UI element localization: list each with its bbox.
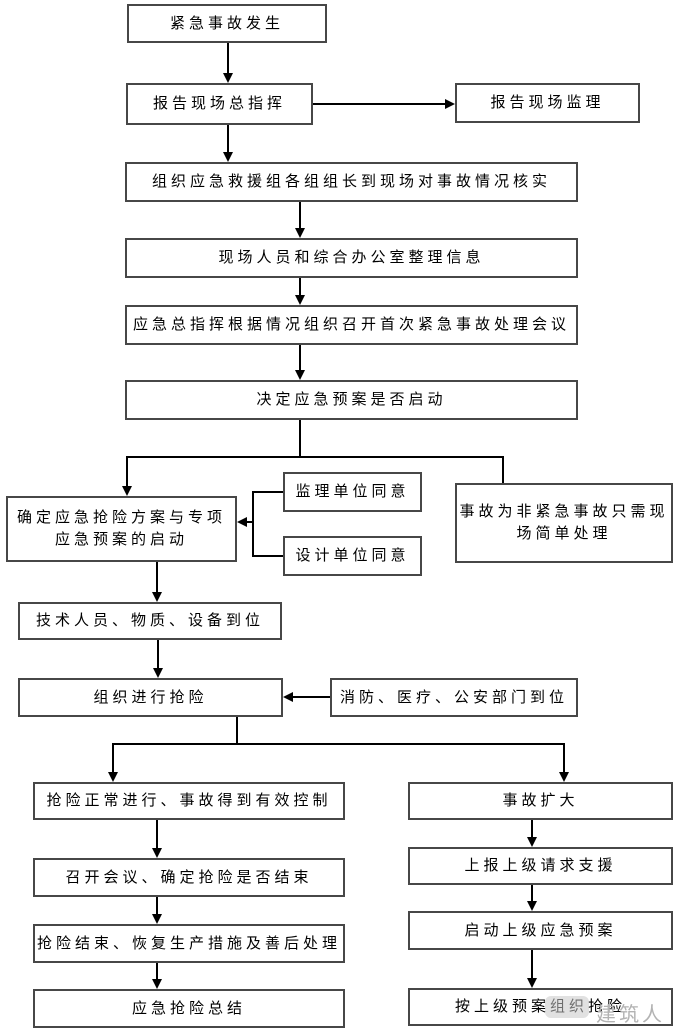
flow-line [252, 491, 254, 557]
node-supervisor-unit-agrees: 监理单位同意 [283, 472, 422, 512]
flow-line [156, 562, 158, 593]
flow-line [227, 125, 229, 153]
flow-line [252, 491, 283, 493]
watermark: 建筑人 [596, 1002, 665, 1026]
arrowhead-down-icon [527, 901, 537, 911]
flow-line [252, 555, 283, 557]
arrowhead-down-icon [295, 228, 305, 238]
arrowhead-down-icon [527, 837, 537, 847]
node-report-site-supervisor: 报告现场监理 [455, 83, 640, 123]
flow-line [299, 278, 301, 296]
flow-line [157, 640, 159, 669]
flow-line [156, 963, 158, 980]
arrowhead-down-icon [152, 914, 162, 924]
flow-line [112, 743, 114, 773]
node-meeting-decide-rescue-end: 召开会议、确定抢险是否结束 [33, 858, 345, 897]
arrowhead-down-icon [152, 592, 162, 602]
flow-line [299, 202, 301, 229]
arrowhead-right-icon [445, 99, 455, 109]
flow-line [227, 43, 229, 75]
arrowhead-left-icon [237, 517, 247, 527]
arrowhead-down-icon [527, 978, 537, 988]
arrowhead-left-icon [283, 692, 293, 702]
flow-line [112, 743, 565, 745]
node-decide-plan-activation: 决定应急预案是否启动 [125, 380, 578, 420]
node-incident-escalates: 事故扩大 [408, 782, 673, 820]
flow-line [236, 717, 238, 745]
node-organize-rescue: 组织进行抢险 [18, 678, 283, 717]
node-fire-medical-police-ready: 消防、医疗、公安部门到位 [330, 678, 578, 717]
node-determine-rescue-plan-activation: 确定应急抢险方案与专项 应急预案的启动 [6, 496, 237, 562]
flow-line [156, 820, 158, 849]
flow-line [126, 456, 504, 458]
arrowhead-down-icon [295, 295, 305, 305]
node-commander-first-meeting: 应急总指挥根据情况组织召开首次紧急事故处理会议 [125, 305, 578, 345]
arrowhead-down-icon [153, 668, 163, 678]
node-report-site-commander: 报告现场总指挥 [126, 83, 313, 125]
arrowhead-down-icon [295, 370, 305, 380]
flow-line [299, 345, 301, 371]
flow-line [531, 885, 533, 902]
arrowhead-down-icon [223, 152, 233, 162]
flow-line [531, 950, 533, 979]
flow-line [156, 897, 158, 915]
flow-line [502, 456, 504, 483]
flow-line [299, 420, 301, 457]
node-personnel-materials-equipment-ready: 技术人员、物质、设备到位 [18, 602, 282, 640]
flow-line [126, 456, 128, 487]
arrowhead-down-icon [152, 979, 162, 989]
arrowhead-down-icon [223, 73, 233, 83]
node-site-staff-office-collate-info: 现场人员和综合办公室整理信息 [125, 238, 578, 278]
node-report-superiors-request-support: 上报上级请求支援 [408, 847, 673, 885]
node-non-emergency-simple-handling: 事故为非紧急事故只需现 场简单处理 [455, 483, 673, 563]
arrowhead-down-icon [108, 772, 118, 782]
flow-line [563, 743, 565, 773]
node-design-unit-agrees: 设计单位同意 [283, 536, 422, 576]
flow-line [246, 521, 254, 523]
arrowhead-down-icon [559, 772, 569, 782]
watermark-logo-icon [545, 996, 589, 1018]
node-rescue-end-restore-production: 抢险结束、恢复生产措施及善后处理 [33, 924, 345, 963]
node-activate-superior-plan: 启动上级应急预案 [408, 911, 673, 950]
node-emergency-rescue-summary: 应急抢险总结 [33, 989, 345, 1028]
node-emergency-occurs: 紧急事故发生 [127, 4, 327, 43]
node-organize-rescue-leaders-verify: 组织应急救援组各组组长到现场对事故情况核实 [125, 162, 578, 202]
arrowhead-down-icon [122, 486, 132, 496]
arrowhead-down-icon [152, 848, 162, 858]
flow-line [291, 696, 330, 698]
node-rescue-normal-controlled: 抢险正常进行、事故得到有效控制 [33, 782, 345, 820]
flow-line [531, 820, 533, 838]
flow-line [313, 103, 447, 105]
